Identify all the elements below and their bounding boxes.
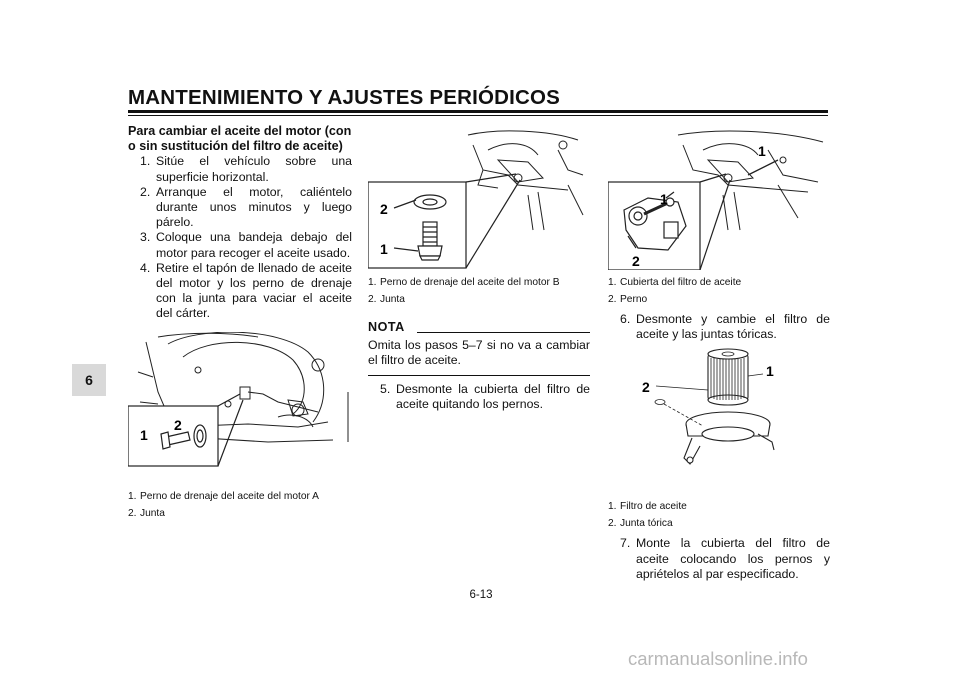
step-item: 2. Arranque el motor, caliéntelo durante…	[128, 185, 352, 231]
note-header: NOTA	[368, 320, 590, 335]
figure-label: 2	[632, 253, 640, 269]
note-rule	[416, 332, 590, 334]
step-item: 3. Coloque una bandeja debajo del motor …	[128, 230, 352, 260]
callout-text: Cubierta del filtro de aceite	[620, 277, 742, 288]
step-number: 7.	[620, 536, 631, 551]
callout-text: Filtro de aceite	[620, 501, 687, 513]
figure-label: 1	[140, 427, 148, 443]
callout-item: 2. Junta	[368, 291, 590, 308]
callout-item: 1. Filtro de aceite	[608, 498, 830, 515]
figure-label: 1	[758, 143, 766, 159]
figure-oil-filter: 1 2 1. Filtro de aceite 2. Junta tórica	[608, 346, 830, 532]
callout-text: Junta	[140, 507, 165, 519]
callout-item: 2. Junta tórica	[608, 515, 830, 532]
steps-list-a: 1. Sitúe el vehículo sobre una superfici…	[128, 154, 352, 321]
oil-filter-cover-illustration: 1 1 2	[608, 130, 824, 270]
watermark: carmanualsonline.info	[628, 648, 808, 669]
figure-drain-bolt-b: 2 1 1. Perno de drenaje del aceite del m…	[368, 130, 590, 308]
header-rule-thin	[128, 115, 828, 116]
page-title: MANTENIMIENTO Y AJUSTES PERIÓDICOS	[128, 86, 561, 109]
step-text: Desmonte la cubierta del filtro de aceit…	[396, 381, 590, 411]
section-heading: Para cambiar el aceite del motor (con o …	[128, 124, 352, 154]
figure-label: 1	[766, 363, 774, 379]
callout-list: 1. Filtro de aceite 2. Junta tórica	[608, 498, 830, 532]
callout-list: 1. Perno de drenaje del aceite del motor…	[368, 274, 590, 308]
callout-list: 1. Perno de drenaje del aceite del motor…	[128, 488, 352, 522]
callout-number: 2.	[608, 294, 617, 305]
step-number: 6.	[620, 312, 631, 326]
callout-item: 1. Perno de drenaje del aceite del motor…	[368, 274, 590, 291]
step-text: Arranque el motor, caliéntelo durante un…	[156, 184, 352, 230]
step-number: 1.	[140, 154, 151, 169]
callout-number: 2.	[128, 507, 137, 519]
callout-number: 1.	[128, 490, 137, 502]
steps-list-b: 5. Desmonte la cubierta del filtro de ac…	[368, 382, 590, 412]
figure-filter-cover: 1 1 2 1. Cubierta del filtro de aceite 2…	[608, 130, 830, 308]
steps-list-c: 6. Desmonte y cambie el filtro de aceite…	[608, 312, 830, 342]
callout-text: Junta tórica	[620, 518, 673, 530]
chapter-tab: 6	[72, 364, 106, 396]
steps-list-d: 7. Monte la cubierta del filtro de aceit…	[608, 536, 830, 582]
step-item: 5. Desmonte la cubierta del filtro de ac…	[368, 382, 590, 412]
step-item: 4. Retire el tapón de llenado de aceite …	[128, 261, 352, 322]
step-text: Monte la cubierta del filtro de aceite c…	[636, 536, 830, 581]
oil-filter-illustration: 1 2	[642, 348, 775, 466]
callout-number: 2.	[368, 294, 377, 305]
callout-number: 1.	[608, 501, 617, 513]
step-text: Coloque una bandeja debajo del motor par…	[156, 230, 352, 260]
engine-drain-bolt-a-illustration: 1 2	[128, 331, 349, 467]
figure-label: 1	[660, 191, 668, 207]
note-end-rule	[368, 374, 590, 376]
callout-text: Perno de drenaje del aceite del motor A	[140, 490, 319, 502]
engine-drain-bolt-b-illustration: 2 1	[368, 130, 584, 269]
step-number: 5.	[380, 381, 391, 396]
callout-list: 1. Cubierta del filtro de aceite 2. Pern…	[608, 274, 830, 308]
step-item: 7. Monte la cubierta del filtro de aceit…	[608, 536, 830, 582]
step-number: 4.	[140, 260, 151, 275]
callout-text: Junta	[380, 294, 405, 305]
figure-drain-bolt-a: 1 2 1. Perno de drenaje del aceite del m…	[128, 331, 352, 522]
figure-label: 2	[380, 201, 388, 217]
step-text: Retire el tapón de llenado de aceite del…	[156, 260, 352, 321]
step-number: 3.	[140, 230, 151, 245]
step-text: Sitúe el vehículo sobre una superficie h…	[156, 154, 352, 184]
callout-item: 1. Cubierta del filtro de aceite	[608, 274, 830, 291]
column-middle: 2 1 1. Perno de drenaje del aceite del m…	[368, 124, 590, 412]
page-number: 6-13	[469, 589, 493, 601]
callout-number: 1.	[608, 277, 617, 288]
callout-item: 1. Perno de drenaje del aceite del motor…	[128, 488, 352, 505]
column-left: Para cambiar el aceite del motor (con o …	[128, 124, 352, 522]
column-right: 1 1 2 1. Cubierta del filtro de aceite 2…	[608, 124, 830, 582]
callout-number: 1.	[368, 277, 377, 288]
callout-number: 2.	[608, 518, 617, 530]
step-item: 6. Desmonte y cambie el filtro de aceite…	[608, 312, 830, 342]
callout-item: 2. Junta	[128, 505, 352, 522]
step-item: 1. Sitúe el vehículo sobre una superfici…	[128, 154, 352, 184]
note-text: Omita los pasos 5–7 si no va a cambiar e…	[368, 338, 590, 368]
step-number: 2.	[140, 184, 151, 199]
note-label: NOTA	[368, 320, 405, 334]
figure-label: 1	[380, 241, 388, 257]
step-text: Desmonte y cambie el filtro de aceite y …	[636, 312, 830, 342]
figure-label: 2	[642, 379, 650, 395]
figure-label: 2	[174, 417, 182, 433]
callout-item: 2. Perno	[608, 291, 830, 308]
callout-text: Perno	[620, 294, 648, 305]
header-rule	[128, 110, 828, 113]
callout-text: Perno de drenaje del aceite del motor B	[380, 277, 560, 288]
